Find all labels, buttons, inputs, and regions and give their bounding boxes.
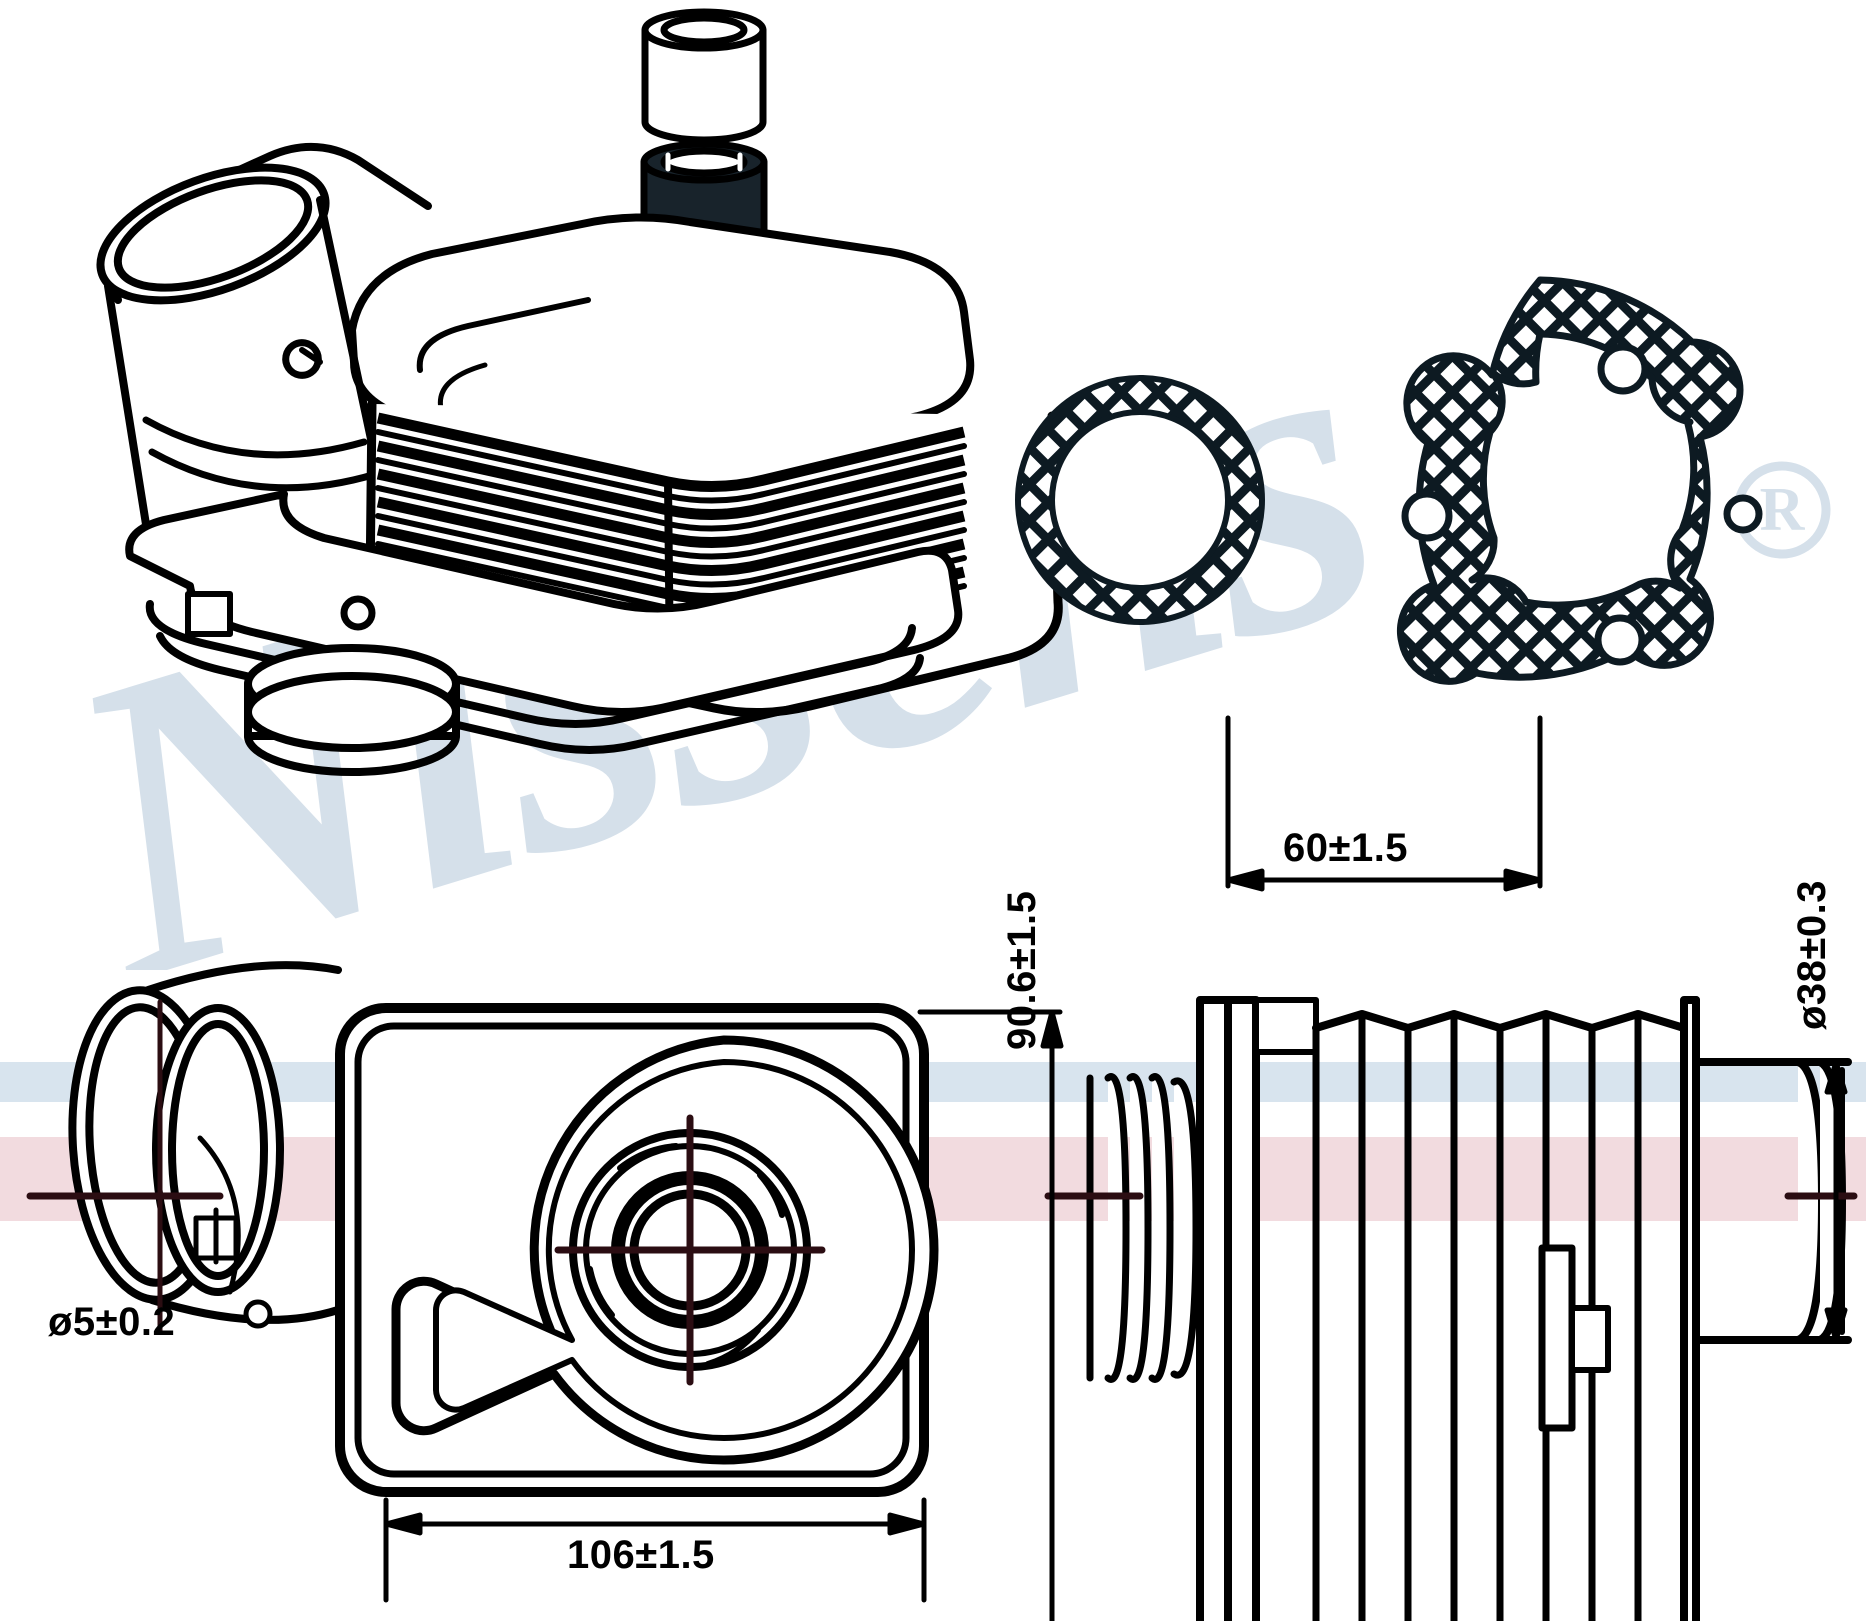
dimension-label-width: 106±1.5 (567, 1533, 715, 1577)
isometric-oil-cooler (96, 8, 1063, 776)
pink-reference-band (0, 1137, 1866, 1221)
blue-reference-band (0, 1062, 1866, 1102)
dimension-label-height: 90.6±1.5 (1000, 890, 1044, 1050)
shaped-flange-gasket (1396, 276, 1763, 685)
dimension-label-spigot-diameter: ø38±0.3 (1790, 880, 1834, 1030)
dimension-lines (26, 715, 1858, 1621)
top-view-oil-cooler (68, 961, 939, 1497)
nissens-watermark: Nissens R (0, 330, 1866, 970)
side-view-oil-cooler (1086, 996, 1852, 1621)
dimension-label-pin-diameter: ø5±0.2 (48, 1300, 176, 1344)
dimension-label-depth: 60±1.5 (1283, 826, 1409, 870)
oring-gasket (1015, 375, 1265, 625)
svg-text:Nissens: Nissens (13, 330, 1421, 970)
svg-text:R: R (1760, 476, 1806, 544)
